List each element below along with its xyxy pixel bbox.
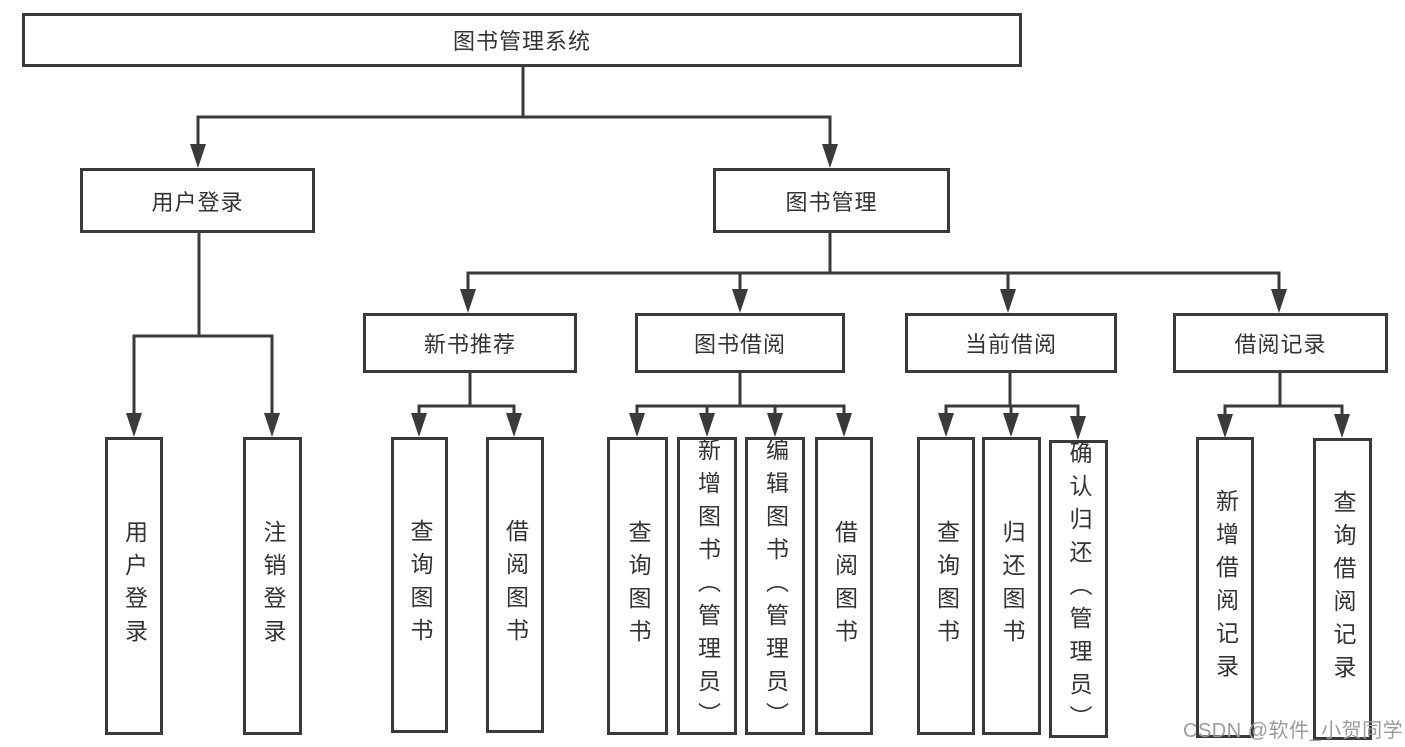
leaf-return-books: 归还图书	[982, 437, 1041, 735]
node-label: 归还图书	[999, 520, 1025, 652]
node-label: 新增图书（管理员）	[694, 437, 721, 735]
leaf-logout: 注销登录	[243, 437, 302, 735]
leaf-borrow-books-2: 借阅图书	[815, 437, 873, 735]
connector-bookborrow-to-leaves	[629, 371, 852, 437]
csdn-watermark: CSDN @软件_小贺同学	[1183, 720, 1404, 742]
node-label: 注销登录	[260, 520, 286, 652]
node-label: 新增借阅记录	[1212, 488, 1239, 687]
node-label: 图书管理系统	[452, 29, 591, 54]
node-label: 用户登录	[121, 520, 148, 652]
leaf-query-borrow-record: 查询借阅记录	[1313, 438, 1372, 740]
node-label: 借阅图书	[502, 519, 529, 651]
node-user-login: 用户登录	[80, 168, 315, 233]
node-label: 查询图书	[407, 519, 433, 651]
connector-currentborrow-to-leaves	[938, 371, 1086, 440]
node-new-book-recommend: 新书推荐	[363, 313, 577, 373]
leaf-add-books-admin: 新增图书（管理员）	[677, 437, 737, 735]
leaf-query-books-2: 查询图书	[607, 437, 668, 735]
leaf-add-borrow-record: 新增借阅记录	[1196, 437, 1254, 738]
node-label: 查询图书	[933, 520, 960, 652]
node-library-management-system: 图书管理系统	[22, 13, 1022, 67]
node-label: 借阅图书	[831, 520, 858, 652]
leaf-query-books-3: 查询图书	[917, 437, 975, 735]
node-label: 确认归还（管理员）	[1066, 440, 1092, 738]
node-label: 图书管理	[785, 189, 878, 215]
connector-userlogin-to-leaves	[126, 231, 280, 437]
connector-bookmgmt-to-level3	[460, 231, 1287, 313]
leaf-edit-books-admin: 编辑图书（管理员）	[745, 437, 805, 735]
connector-root-to-level2	[190, 66, 838, 168]
leaf-user-login: 用户登录	[105, 437, 163, 735]
leaf-query-books-1: 查询图书	[391, 437, 448, 733]
node-label: 当前借阅	[964, 332, 1057, 357]
node-label: 编辑图书（管理员）	[762, 437, 789, 735]
node-book-management: 图书管理	[713, 168, 950, 233]
leaf-borrow-books-1: 借阅图书	[486, 437, 544, 733]
connector-newbooks-to-leaves	[411, 371, 522, 437]
leaf-confirm-return-admin: 确认归还（管理员）	[1049, 440, 1108, 738]
node-label: 新书推荐	[423, 332, 516, 357]
node-book-borrowing: 图书借阅	[635, 313, 845, 373]
node-borrowing-records: 借阅记录	[1173, 313, 1388, 373]
node-current-borrowing: 当前借阅	[905, 313, 1117, 373]
node-label: 用户登录	[151, 189, 244, 215]
node-label: 查询借阅记录	[1330, 490, 1356, 688]
node-label: 查询图书	[625, 520, 651, 652]
connector-borrowrecords-to-leaves	[1217, 371, 1350, 438]
node-label: 图书借阅	[693, 332, 786, 357]
node-label: 借阅记录	[1234, 332, 1327, 357]
